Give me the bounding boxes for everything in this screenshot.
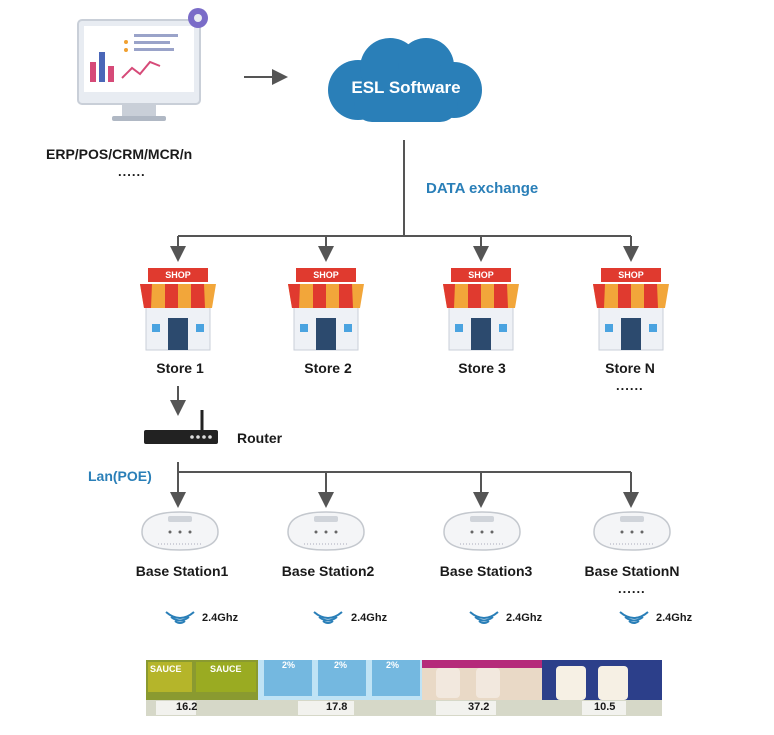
store-1 xyxy=(138,266,218,356)
base-station-n-icon xyxy=(593,511,671,551)
source-ellipsis: ...... xyxy=(118,164,146,179)
base-station-2-icon xyxy=(287,511,365,551)
frequency-label-1: 2.4Ghz xyxy=(202,612,239,624)
shop-sign-n: SHOP xyxy=(601,268,661,282)
station-ellipsis: ...... xyxy=(618,581,646,596)
base-station-label-n: Base StationN xyxy=(584,563,680,579)
base-station-label-3: Base Station3 xyxy=(439,563,533,579)
store-label-2: Store 2 xyxy=(304,360,352,376)
router-label: Router xyxy=(237,430,283,446)
base-station-label-1: Base Station1 xyxy=(135,563,229,579)
wifi-icon xyxy=(313,611,343,624)
base-station-label-2: Base Station2 xyxy=(281,563,375,579)
frequency-label-2: 2.4Ghz xyxy=(351,612,388,624)
lan-poe-label: Lan(POE) xyxy=(88,468,152,484)
shop-sign-2: SHOP xyxy=(296,268,356,282)
source-systems-label: ERP/POS/CRM/MCR/n xyxy=(46,146,193,162)
product-label-4: 2% xyxy=(334,660,348,670)
wifi-icon xyxy=(165,611,195,624)
frequency-label-3: 2.4Ghz xyxy=(506,612,543,624)
product-label-2: SAUCE xyxy=(210,664,242,674)
cloud-icon xyxy=(328,38,482,122)
store-label-1: Store 1 xyxy=(156,360,204,376)
store-label-n: Store N xyxy=(605,360,655,376)
product-label-1: SAUCE xyxy=(150,664,182,674)
price-tag-1: 16.2 xyxy=(176,701,198,713)
router-icon xyxy=(144,410,218,444)
wifi-icon xyxy=(619,611,649,624)
store-3 xyxy=(441,266,521,356)
shop-icon xyxy=(443,284,519,351)
price-tag-4: 10.5 xyxy=(594,701,616,713)
monitor-icon xyxy=(77,8,208,121)
shop-icon xyxy=(288,284,364,351)
product-label-5: 2% xyxy=(386,660,400,670)
price-tag-3: 37.2 xyxy=(468,701,490,713)
store-2 xyxy=(286,266,366,356)
frequency-label-n: 2.4Ghz xyxy=(656,612,693,624)
base-station-1-icon xyxy=(141,511,219,551)
shop-sign-1: SHOP xyxy=(148,268,208,282)
wifi-icon xyxy=(469,611,499,624)
price-tag-2: 17.8 xyxy=(326,701,348,713)
shelf-photo xyxy=(146,660,662,716)
data-exchange-label: DATA exchange xyxy=(426,180,539,197)
shop-sign-3: SHOP xyxy=(451,268,511,282)
store-label-3: Store 3 xyxy=(458,360,506,376)
store-ellipsis: ...... xyxy=(616,378,644,393)
shop-icon xyxy=(140,284,216,351)
store-n xyxy=(591,266,671,356)
shop-icon xyxy=(593,284,669,351)
cloud-label: ESL Software xyxy=(351,78,461,97)
base-station-3-icon xyxy=(443,511,521,551)
product-label-3: 2% xyxy=(282,660,296,670)
